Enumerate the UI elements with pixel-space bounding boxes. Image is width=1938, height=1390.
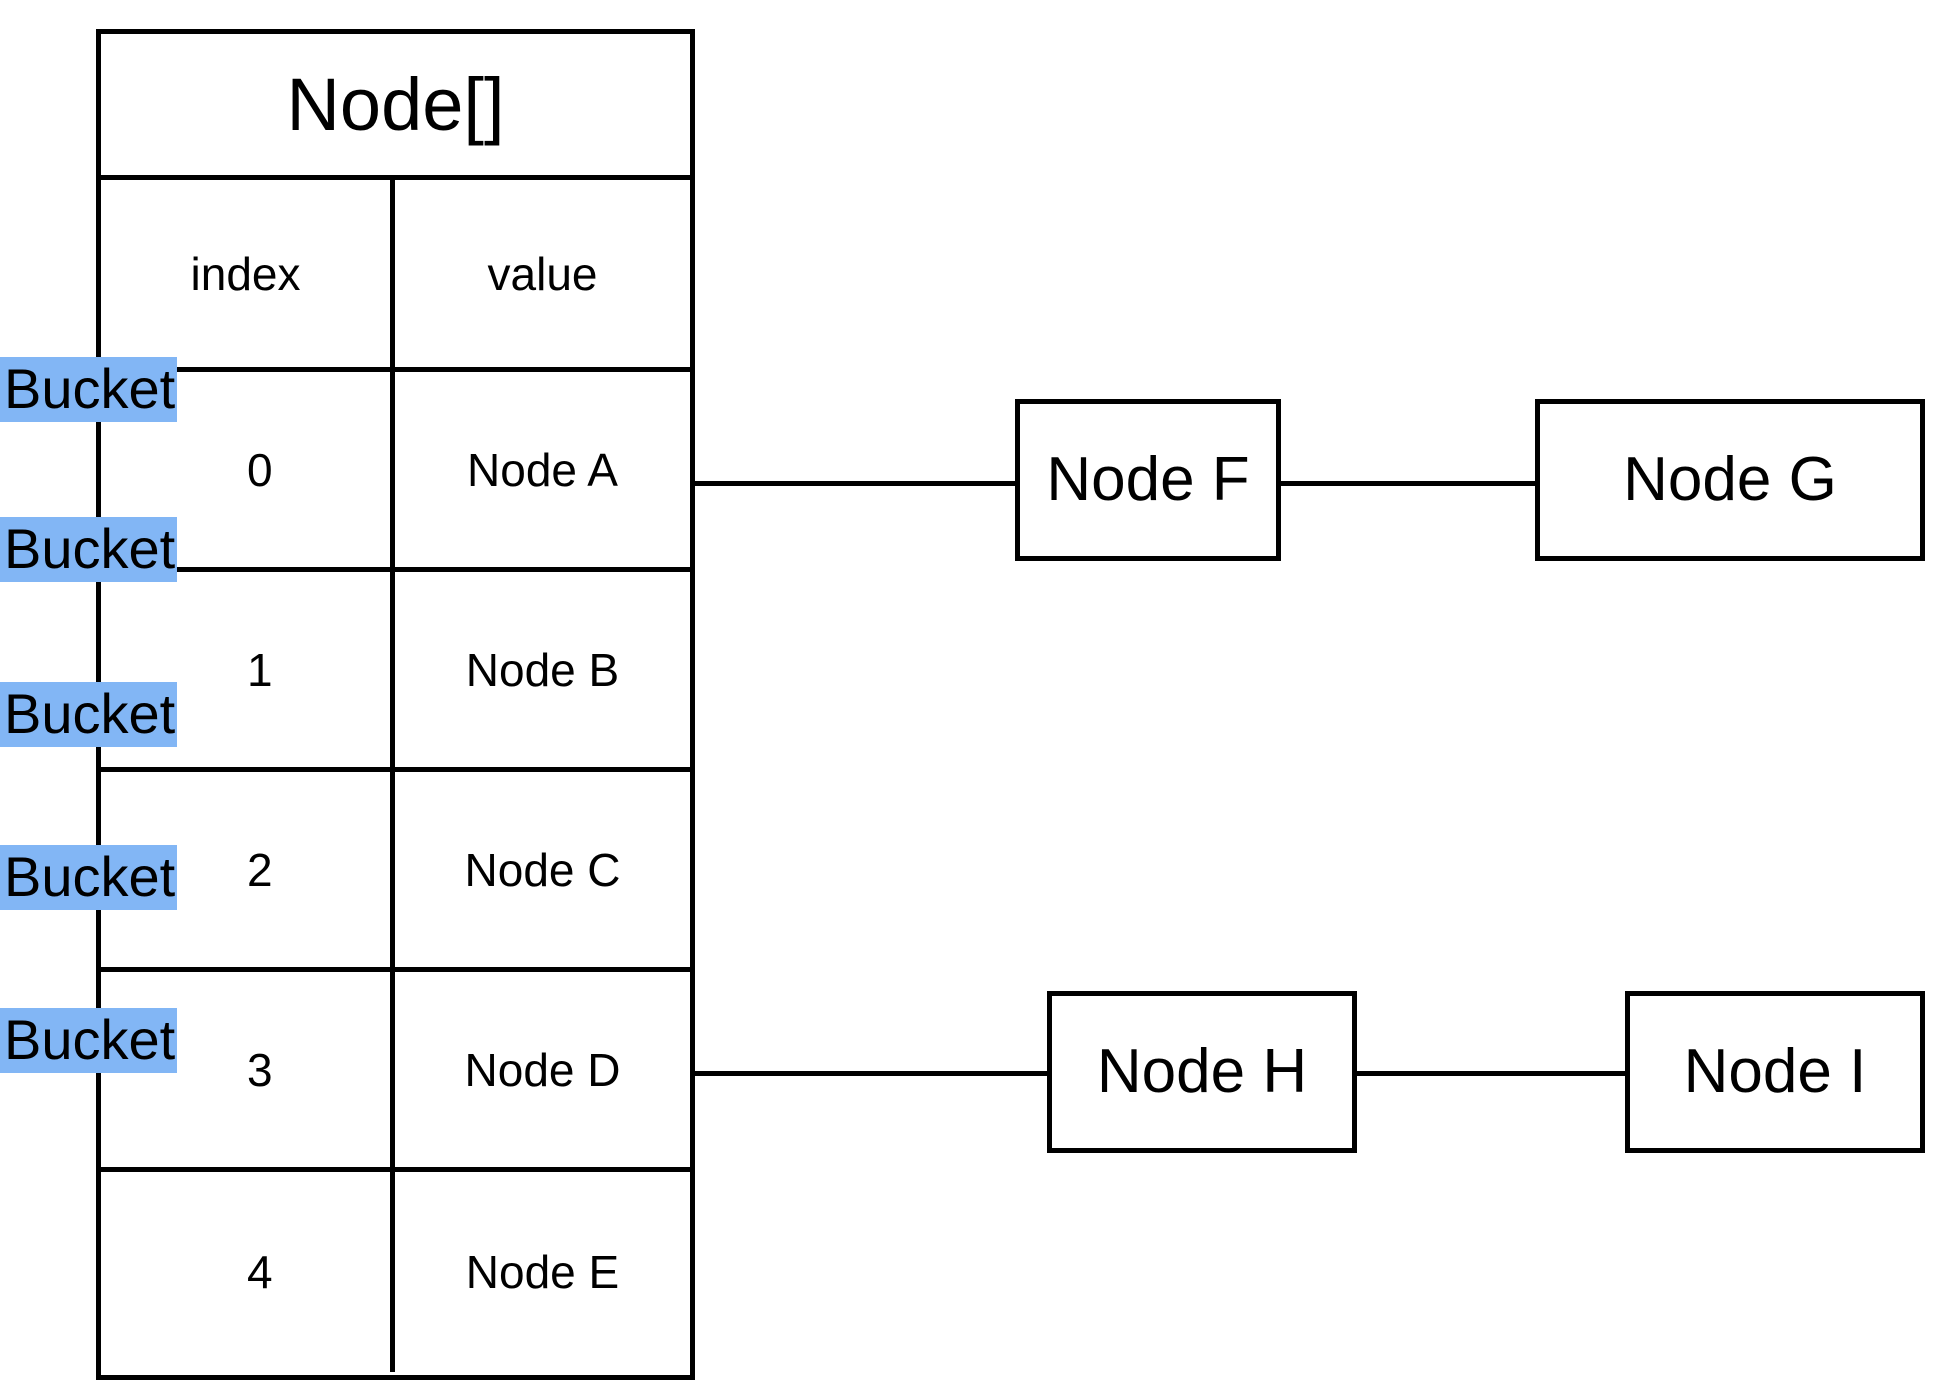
- node-value: Node B: [465, 643, 620, 696]
- index-value: 0: [247, 443, 273, 496]
- table-body: 0 Node A 1 Node B 2 Node C: [101, 372, 690, 1372]
- table-row: 2 Node C: [101, 772, 690, 972]
- chain-link-nodeh-to-nodei: [1353, 1071, 1629, 1076]
- chain-link-row3-to-nodeh: [693, 1071, 1051, 1076]
- node-value: Node E: [465, 1246, 620, 1298]
- chain-node-box-h: Node H: [1047, 991, 1357, 1153]
- node-array-table: Node[] index value 0 Node A 1: [96, 29, 695, 1380]
- index-value: 1: [247, 643, 273, 696]
- cell-value: Node C: [395, 772, 690, 967]
- bucket-label-2: Bucket: [0, 682, 178, 747]
- node-value: Node D: [464, 1043, 621, 1096]
- chain-node-label-f: Node F: [1046, 445, 1250, 514]
- cell-index: 2: [101, 772, 395, 967]
- table-row: 3 Node D: [101, 972, 690, 1172]
- column-header-index: index: [101, 180, 395, 367]
- cell-index: 0: [101, 372, 395, 567]
- bucket-label-3: Bucket: [0, 845, 178, 910]
- chain-node-label-h: Node H: [1096, 1037, 1308, 1106]
- node-value: Node A: [467, 443, 618, 496]
- bucket-label-1: Bucket: [0, 517, 178, 582]
- cell-value: Node B: [395, 572, 690, 767]
- index-value: 3: [247, 1043, 273, 1096]
- table-row: 1 Node B: [101, 572, 690, 772]
- page-title: Node[]: [286, 62, 505, 146]
- bucket-label-0: Bucket: [0, 357, 178, 422]
- table-header-row: index value: [101, 180, 690, 372]
- node-value: Node C: [464, 843, 621, 896]
- cell-value: Node E: [395, 1172, 690, 1372]
- cell-index: 1: [101, 572, 395, 767]
- bucket-label-4: Bucket: [0, 1008, 178, 1073]
- index-value: 2: [247, 843, 273, 896]
- chain-node-box-g: Node G: [1535, 399, 1925, 561]
- chain-node-label-i: Node I: [1683, 1037, 1867, 1106]
- column-header-value-label: value: [487, 247, 598, 300]
- cell-index: 3: [101, 972, 395, 1167]
- chain-link-row0-to-nodef: [693, 481, 1017, 486]
- cell-value: Node A: [395, 372, 690, 567]
- cell-index: 4: [101, 1172, 395, 1372]
- table-row: 0 Node A: [101, 372, 690, 572]
- table-title-cell: Node[]: [101, 34, 690, 180]
- column-header-index-label: index: [190, 247, 301, 300]
- chain-node-box-f: Node F: [1015, 399, 1281, 561]
- chain-node-box-i: Node I: [1625, 991, 1925, 1153]
- chain-link-nodef-to-nodeg: [1277, 481, 1539, 486]
- cell-value: Node D: [395, 972, 690, 1167]
- column-header-value: value: [395, 180, 690, 367]
- index-value: 4: [247, 1246, 273, 1298]
- table-row: 4 Node E: [101, 1172, 690, 1372]
- chain-node-label-g: Node G: [1623, 445, 1837, 514]
